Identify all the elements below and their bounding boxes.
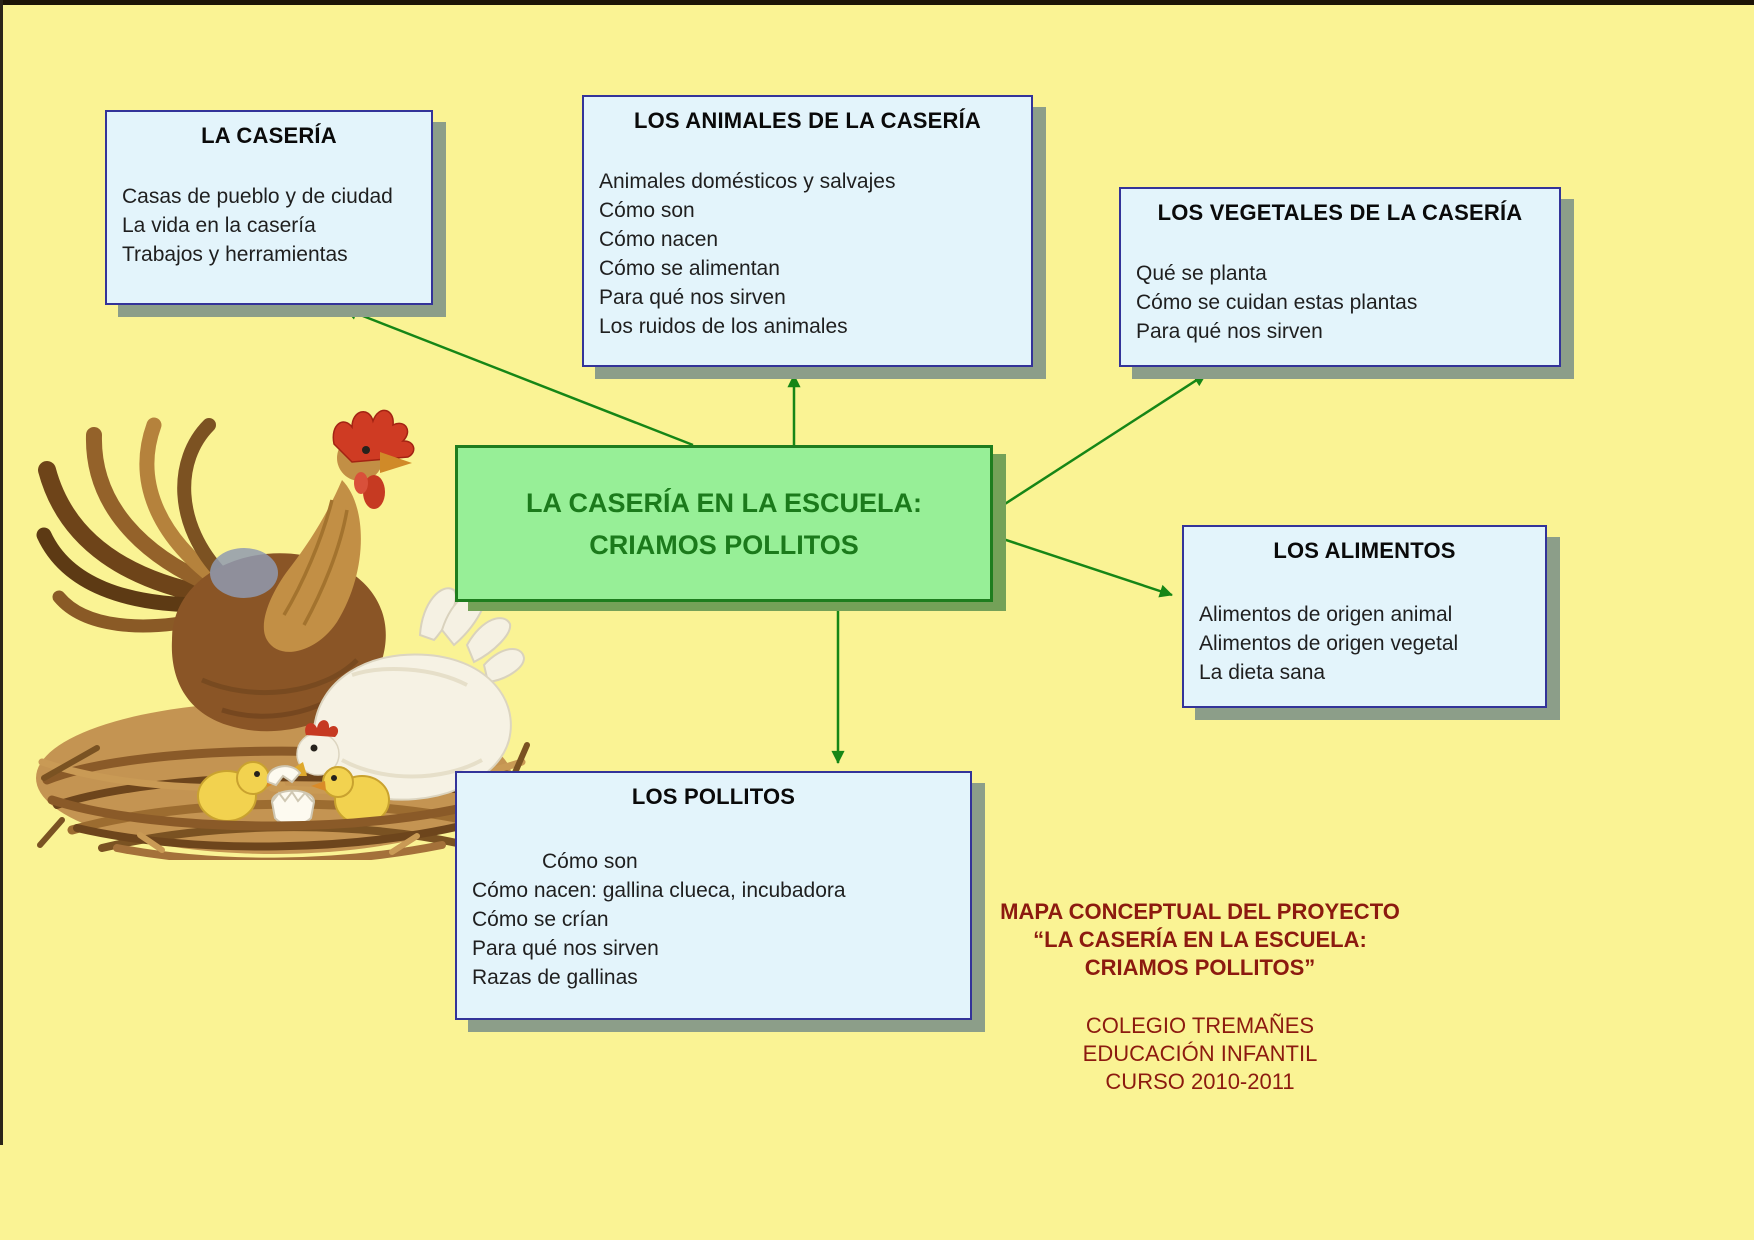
node-item: La vida en la casería (122, 214, 316, 237)
rooster (36, 409, 415, 732)
central-node-line1: LA CASERÍA EN LA ESCUELA: (525, 487, 922, 518)
central-node-la-caseria-en-la-escuela: LA CASERÍA EN LA ESCUELA: CRIAMOS POLLIT… (455, 445, 993, 602)
arrow-to-vegetales (993, 372, 1207, 513)
node-title: LOS ALIMENTOS (1273, 538, 1456, 563)
node-item: Razas de gallinas (472, 966, 638, 989)
left-border-strip (0, 0, 3, 1145)
node-los-alimentos: LOS ALIMENTOS Alimentos de origen animal… (1182, 525, 1547, 708)
arrow-to-alimentos (993, 534, 1173, 598)
node-item: Para qué nos sirven (472, 937, 659, 960)
credits-line: COLEGIO TREMAÑES (1085, 1013, 1315, 1038)
node-los-pollitos: LOS POLLITOS Cómo son Cómo nacen: gallin… (455, 771, 972, 1020)
node-title: LOS ANIMALES DE LA CASERÍA (633, 108, 982, 133)
node-item: Cómo se crían (472, 908, 609, 931)
node-item: Cómo nacen (599, 228, 719, 251)
node-item: Para qué nos sirven (1136, 320, 1323, 343)
hen (281, 587, 526, 801)
node-item: Casas de pueblo y de ciudad (122, 185, 393, 208)
node-item: Cómo se alimentan (599, 257, 780, 280)
node-title: LOS POLLITOS (631, 784, 796, 809)
project-credits: MAPA CONCEPTUAL DEL PROYECTO “LA CASERÍA… (995, 898, 1405, 1096)
credits-line: “LA CASERÍA EN LA ESCUELA: (1033, 927, 1367, 952)
chicks-and-egg (197, 761, 390, 826)
node-item: Cómo son (599, 199, 695, 222)
credits-line: MAPA CONCEPTUAL DEL PROYECTO (1000, 899, 1400, 924)
credits-spacer (995, 982, 1405, 1012)
credits-line: EDUCACIÓN INFANTIL (1082, 1041, 1318, 1066)
credits-line: CRIAMOS POLLITOS” (1084, 955, 1316, 980)
node-item: Alimentos de origen animal (1199, 603, 1453, 626)
node-item: Cómo nacen: gallina clueca, incubadora (472, 879, 846, 902)
top-border-strip (0, 0, 1754, 5)
node-item: Qué se planta (1136, 262, 1267, 285)
node-los-animales: LOS ANIMALES DE LA CASERÍA Animales domé… (582, 95, 1033, 367)
central-node-line2: CRIAMOS POLLITOS (589, 529, 859, 560)
node-item: Cómo son (542, 850, 638, 873)
node-item: La dieta sana (1199, 661, 1326, 684)
node-item: Los ruidos de los animales (599, 315, 848, 338)
node-la-caseria: LA CASERÍA Casas de pueblo y de ciudad L… (105, 110, 433, 305)
node-title: LA CASERÍA (201, 123, 337, 148)
node-los-vegetales: LOS VEGETALES DE LA CASERÍA Qué se plant… (1119, 187, 1561, 367)
node-item: Cómo se cuidan estas plantas (1136, 291, 1418, 314)
node-title: LOS VEGETALES DE LA CASERÍA (1157, 200, 1523, 225)
node-item: Animales domésticos y salvajes (599, 170, 896, 193)
node-item: Trabajos y herramientas (122, 243, 348, 266)
node-item: Alimentos de origen vegetal (1199, 632, 1459, 655)
node-item: Para qué nos sirven (599, 286, 786, 309)
credits-line: CURSO 2010-2011 (1105, 1069, 1295, 1094)
